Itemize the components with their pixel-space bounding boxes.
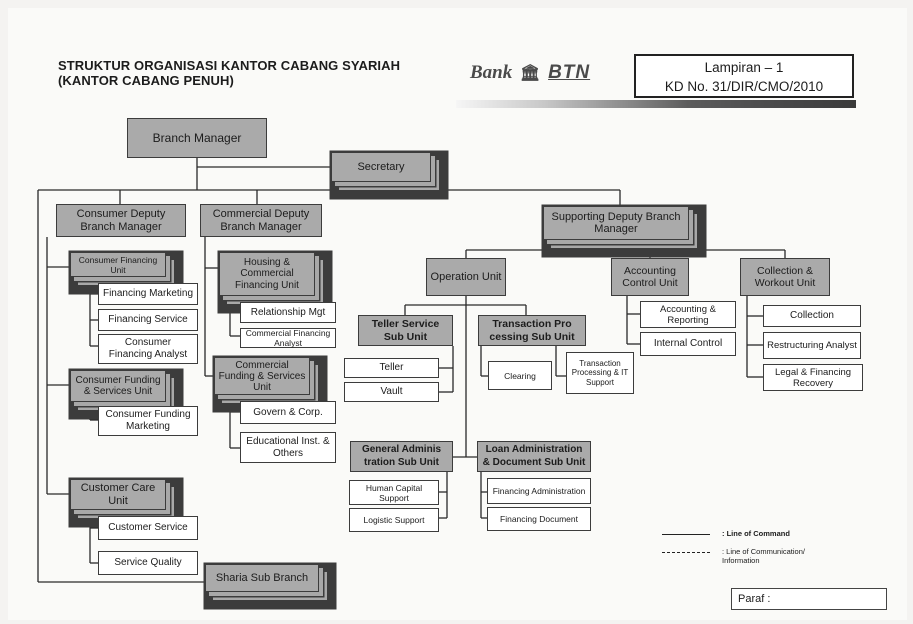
relationship-mgt-box: Relationship Mgt (240, 302, 336, 323)
restructuring-analyst-box: Restructuring Analyst (763, 332, 861, 359)
sharia-sub-branch-box: Sharia Sub Branch (205, 564, 319, 592)
consumer-deputy-box: Consumer Deputy Branch Manager (56, 204, 186, 237)
secretary-box: Secretary (331, 152, 431, 182)
transaction-it-support-box: Transaction Processing & IT Support (566, 352, 634, 394)
consumer-funding-marketing-box: Consumer Funding Marketing (98, 406, 198, 436)
service-quality-box: Service Quality (98, 551, 198, 575)
title-line-2: (KANTOR CABANG PENUH) (58, 73, 234, 88)
collection-workout-unit-box: Collection & Workout Unit (740, 258, 830, 296)
teller-service-sub-unit-box: Teller Service Sub Unit (358, 315, 453, 346)
commercial-funding-unit-box: Commercial Funding & Services Unit (214, 357, 310, 395)
bank-btn-logo: Bank 🏛 BTN (470, 62, 590, 84)
paraf-field: Paraf : (731, 588, 887, 610)
customer-service-box: Customer Service (98, 516, 198, 540)
educational-inst-box: Educational Inst. & Others (240, 432, 336, 463)
internal-control-box: Internal Control (640, 332, 736, 356)
document-title: STRUKTUR ORGANISASI KANTOR CABANG SYARIA… (58, 58, 400, 88)
consumer-financing-unit-box: Consumer Financing Unit (70, 252, 166, 277)
legend-command-label: : Line of Command (722, 529, 790, 538)
accounting-control-unit-box: Accounting Control Unit (611, 258, 689, 296)
consumer-funding-unit-box: Consumer Funding & Services Unit (70, 370, 166, 402)
legend-communication-label: : Line of Communication/ Information (722, 547, 805, 565)
loan-admin-sub-unit-box: Loan Administration & Document Sub Unit (477, 441, 591, 472)
clearing-box: Clearing (488, 361, 552, 390)
customer-care-unit-box: Customer Care Unit (70, 479, 166, 510)
financing-service-box: Financing Service (98, 309, 198, 331)
vault-box: Vault (344, 382, 439, 402)
govern-corp-box: Govern & Corp. (240, 401, 336, 424)
financing-document-box: Financing Document (487, 507, 591, 531)
commercial-deputy-box: Commercial Deputy Branch Manager (200, 204, 322, 237)
financing-marketing-box: Financing Marketing (98, 283, 198, 305)
supporting-deputy-box: Supporting Deputy Branch Manager (543, 206, 689, 240)
general-admin-sub-unit-box: General Adminis tration Sub Unit (350, 441, 453, 472)
collection-box: Collection (763, 305, 861, 327)
dashed-line-swatch (662, 552, 710, 553)
logistic-support-box: Logistic Support (349, 508, 439, 532)
human-capital-support-box: Human Capital Support (349, 480, 439, 505)
ref-line-2: KD No. 31/DIR/CMO/2010 (664, 79, 824, 94)
teller-box: Teller (344, 358, 439, 378)
logo-prefix: Bank (470, 62, 513, 83)
bank-emblem-icon: 🏛 (520, 65, 541, 82)
transaction-processing-sub-unit-box: Transaction Pro cessing Sub Unit (478, 315, 586, 346)
ref-line-1: Lampiran – 1 (704, 60, 784, 75)
title-line-1: STRUKTUR ORGANISASI KANTOR CABANG SYARIA… (58, 58, 401, 73)
header-band (456, 100, 856, 108)
legal-financing-recovery-box: Legal & Financing Recovery (763, 364, 863, 391)
solid-line-swatch (662, 534, 710, 535)
branch-manager-box: Branch Manager (127, 118, 267, 158)
accounting-reporting-box: Accounting & Reporting (640, 301, 736, 328)
reference-box: Lampiran – 1 KD No. 31/DIR/CMO/2010 (634, 54, 854, 98)
consumer-financing-analyst-box: Consumer Financing Analyst (98, 334, 198, 364)
logo-brand: BTN (548, 62, 591, 83)
financing-administration-box: Financing Administration (487, 478, 591, 504)
commercial-financing-analyst-box: Commercial Financing Analyst (240, 328, 336, 348)
operation-unit-box: Operation Unit (426, 258, 506, 296)
housing-commercial-financing-unit-box: Housing & Commercial Financing Unit (219, 252, 315, 296)
